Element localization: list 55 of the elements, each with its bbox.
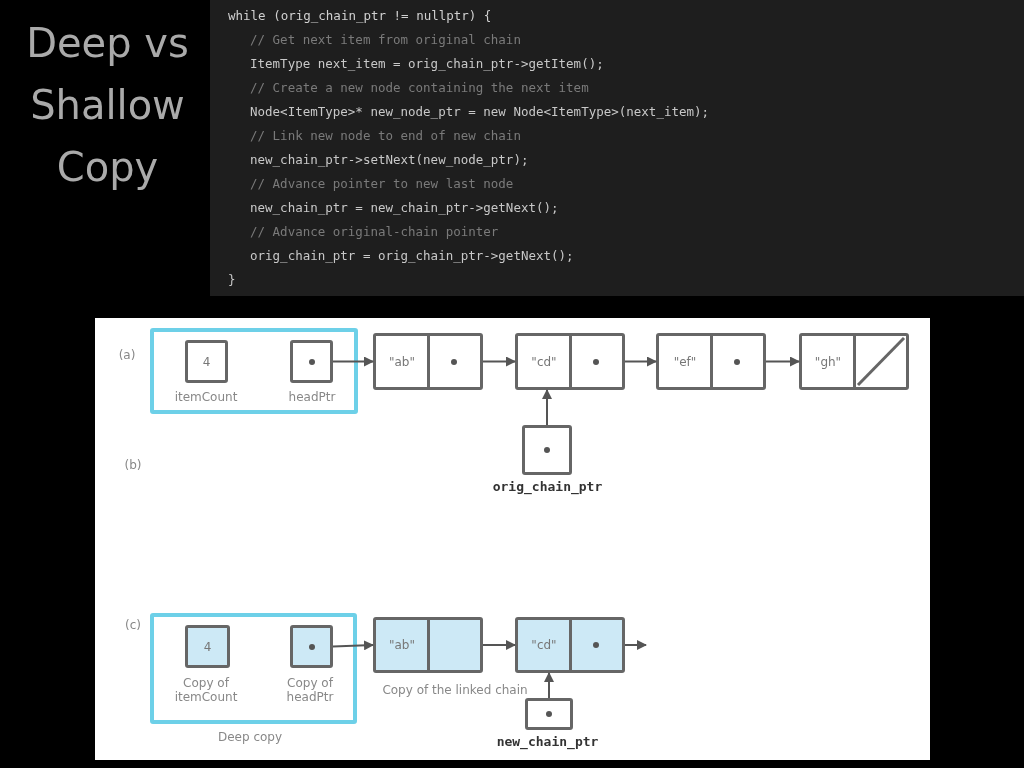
caption-text: itemCount xyxy=(173,390,239,404)
arrow xyxy=(624,356,657,367)
caption-text: Copy of headPtr xyxy=(285,676,335,704)
code-comment: // Link new node to end of new chain xyxy=(250,128,521,145)
slide-title: Deep vs Shallow Copy xyxy=(25,19,190,192)
code-comment: // Advance pointer to new last node xyxy=(250,176,514,193)
arrow xyxy=(332,640,374,651)
code-line: orig_chain_ptr = orig_chain_ptr->getNext(); xyxy=(250,248,574,265)
arrow xyxy=(624,640,647,650)
list-node-box xyxy=(373,617,483,673)
code-comment: // Advance original-chain pointer xyxy=(250,224,499,241)
pointer-box xyxy=(525,698,573,730)
code-comment: // Get next item from original chain xyxy=(250,32,521,49)
group-outline xyxy=(150,613,357,724)
code-line: new_chain_ptr = new_chain_ptr->getNext(); xyxy=(250,200,559,217)
code-comment: // Create a new node containing the next item xyxy=(250,80,589,97)
value-box xyxy=(185,340,228,383)
arrow xyxy=(765,356,800,367)
arrow xyxy=(482,356,516,367)
part-letter: (a) xyxy=(117,348,137,362)
code-line: new_chain_ptr->setNext(new_node_ptr); xyxy=(250,152,529,169)
arrow xyxy=(544,672,554,699)
node-value: "cd" xyxy=(530,353,558,371)
group-outline xyxy=(150,328,358,414)
value-box xyxy=(185,625,230,668)
node-value: "cd" xyxy=(530,637,558,654)
caption-text: Copy of the linked chain xyxy=(381,683,529,697)
node-value: "gh" xyxy=(813,353,843,371)
list-node-box xyxy=(373,333,483,390)
caption-text: Copy of itemCount xyxy=(173,676,239,704)
arrow xyxy=(482,640,516,650)
list-node-box xyxy=(656,333,766,390)
pointer-box xyxy=(290,625,333,668)
code-line: } xyxy=(228,272,236,289)
code-line: Node<ItemType>* new_node_ptr = new Node<ItemType>(next_item); xyxy=(250,104,710,121)
list-node-box xyxy=(515,617,625,673)
pointer-box xyxy=(290,340,333,383)
node-value: "ef" xyxy=(672,353,698,371)
list-node-box xyxy=(799,333,909,390)
arrow xyxy=(542,389,552,426)
node-value: "ab" xyxy=(388,637,416,654)
variable-name: new_chain_ptr xyxy=(495,735,600,749)
node-value: 4 xyxy=(202,638,213,656)
caption-text: Deep copy xyxy=(216,730,284,744)
list-node-box xyxy=(515,333,625,390)
node-value: 4 xyxy=(201,353,212,371)
caption-text: headPtr xyxy=(287,390,337,404)
code-line: while (orig_chain_ptr != nullptr) { xyxy=(228,8,492,25)
part-letter: (b) xyxy=(123,458,143,472)
pointer-box xyxy=(522,425,572,475)
node-value: "ab" xyxy=(388,353,416,371)
variable-name: orig_chain_ptr xyxy=(491,480,604,494)
code-line: ItemType next_item = orig_chain_ptr->getItem(); xyxy=(250,56,604,73)
part-letter: (c) xyxy=(124,618,142,632)
arrow xyxy=(332,356,374,367)
